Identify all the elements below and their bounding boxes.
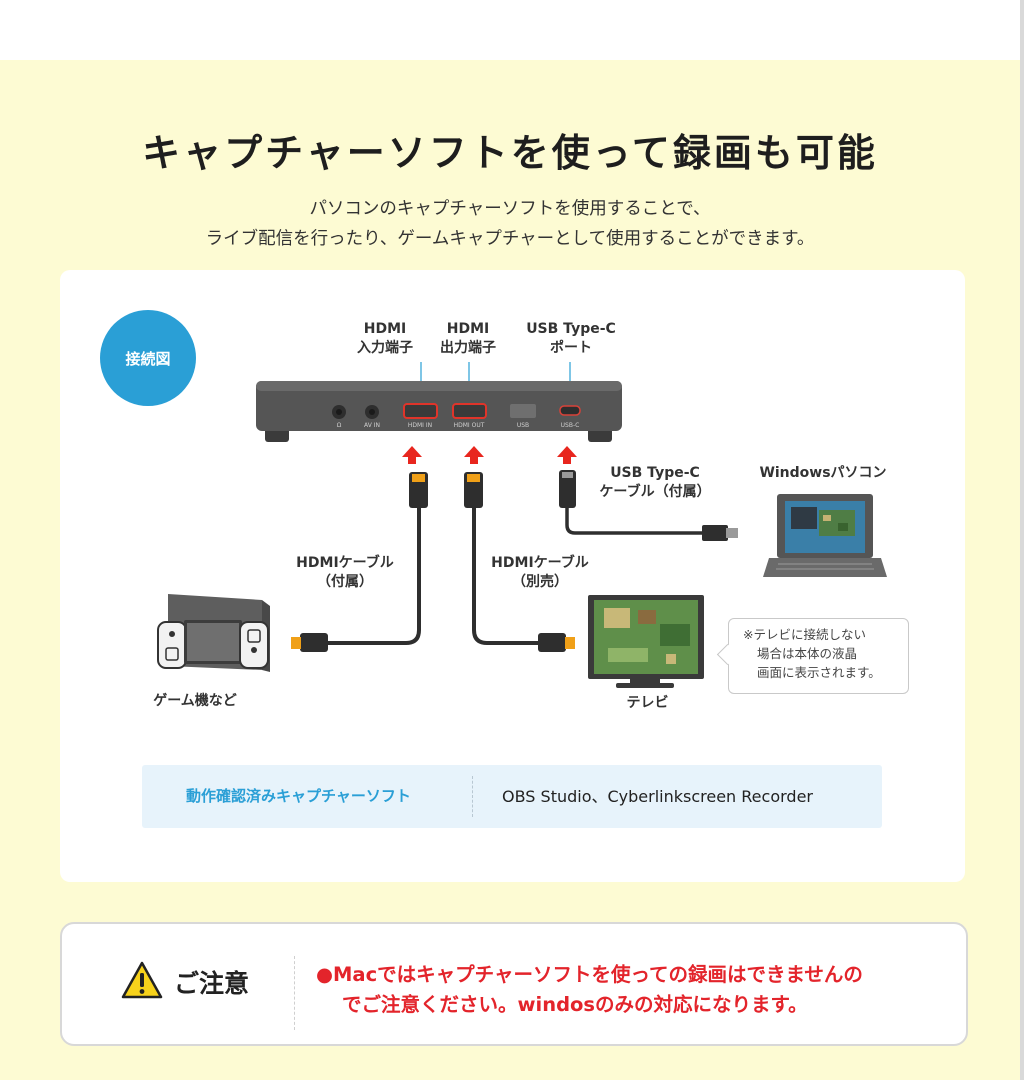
caution-line-1: ●Macではキャプチャーソフトを使っての録画はできませんの bbox=[316, 963, 863, 986]
caution-divider bbox=[294, 956, 295, 1030]
caution-line-2: でご注意ください。windosのみの対応になります。 bbox=[342, 993, 808, 1016]
label-tv: テレビ bbox=[626, 695, 669, 711]
port-mark-hdmi-out: HDMI OUT bbox=[453, 422, 485, 429]
connection-diagram-card: 接続図 HDMI 入力端子 HDMI 出力端子 USB Type-C ポート bbox=[60, 270, 965, 882]
tv-note-bubble: ※テレビに接続しない 場合は本体の液晶 画面に表示されます。 bbox=[728, 618, 909, 694]
hdmi-cable-included bbox=[291, 472, 428, 652]
port-mark-headphone: Ω bbox=[336, 422, 342, 429]
windows-pc bbox=[763, 494, 887, 577]
game-console bbox=[157, 594, 270, 672]
caution-heading: ご注意 bbox=[174, 969, 250, 998]
label-hdmi-cable-included: HDMIケーブル （付属） bbox=[296, 555, 394, 590]
tv bbox=[588, 595, 704, 688]
verified-software-label: 動作確認済みキャプチャーソフト bbox=[186, 787, 411, 805]
caution-message: ●Macではキャプチャーソフトを使っての録画はできませんの でご注意ください。w… bbox=[316, 960, 946, 1020]
connection-diagram bbox=[157, 362, 887, 688]
note-line-1: ※テレビに接続しない bbox=[743, 627, 866, 642]
label-game-console: ゲーム機など bbox=[153, 693, 237, 709]
label-usb-c-cable: USB Type-C ケーブル（付属） bbox=[599, 465, 711, 500]
hdmi-cable-sold-separately bbox=[464, 472, 575, 652]
port-mark-usb: USB bbox=[516, 422, 530, 429]
port-mark-usb-c: USB-C bbox=[560, 422, 580, 429]
scrollbar-edge bbox=[1020, 0, 1024, 1080]
label-hdmi-out: HDMI 出力端子 bbox=[440, 321, 496, 356]
software-divider bbox=[472, 776, 473, 817]
label-windows-pc: Windowsパソコン bbox=[759, 465, 887, 481]
usb-c-cable bbox=[559, 470, 738, 541]
capture-device bbox=[256, 381, 622, 442]
caution-card: ご注意 ●Macではキャプチャーソフトを使っての録画はできませんの でご注意くだ… bbox=[60, 922, 968, 1046]
diagram-badge: 接続図 bbox=[100, 310, 196, 406]
label-hdmi-cable-sold-separately: HDMIケーブル （別売） bbox=[491, 555, 589, 590]
subtitle-line-1: パソコンのキャプチャーソフトを使用することで、 bbox=[309, 199, 711, 219]
port-mark-hdmi-in: HDMI IN bbox=[407, 422, 433, 429]
verified-software-bar: 動作確認済みキャプチャーソフト OBS Studio、Cyberlinkscre… bbox=[142, 765, 882, 828]
page-title: キャプチャーソフトを使って録画も可能 bbox=[142, 131, 878, 175]
note-line-2: 場合は本体の液晶 bbox=[757, 646, 858, 661]
port-mark-av-in: AV IN bbox=[364, 422, 380, 429]
verified-software-value: OBS Studio、Cyberlinkscreen Recorder bbox=[502, 787, 813, 806]
label-hdmi-in: HDMI 入力端子 bbox=[357, 321, 413, 356]
top-band bbox=[0, 0, 1024, 60]
red-arrows bbox=[402, 446, 577, 464]
label-usb-c-port: USB Type-C ポート bbox=[526, 321, 616, 356]
warning-triangle-icon bbox=[121, 961, 163, 999]
note-line-3: 画面に表示されます。 bbox=[757, 665, 881, 680]
subtitle-line-2: ライブ配信を行ったり、ゲームキャプチャーとして使用することができます。 bbox=[205, 229, 815, 249]
